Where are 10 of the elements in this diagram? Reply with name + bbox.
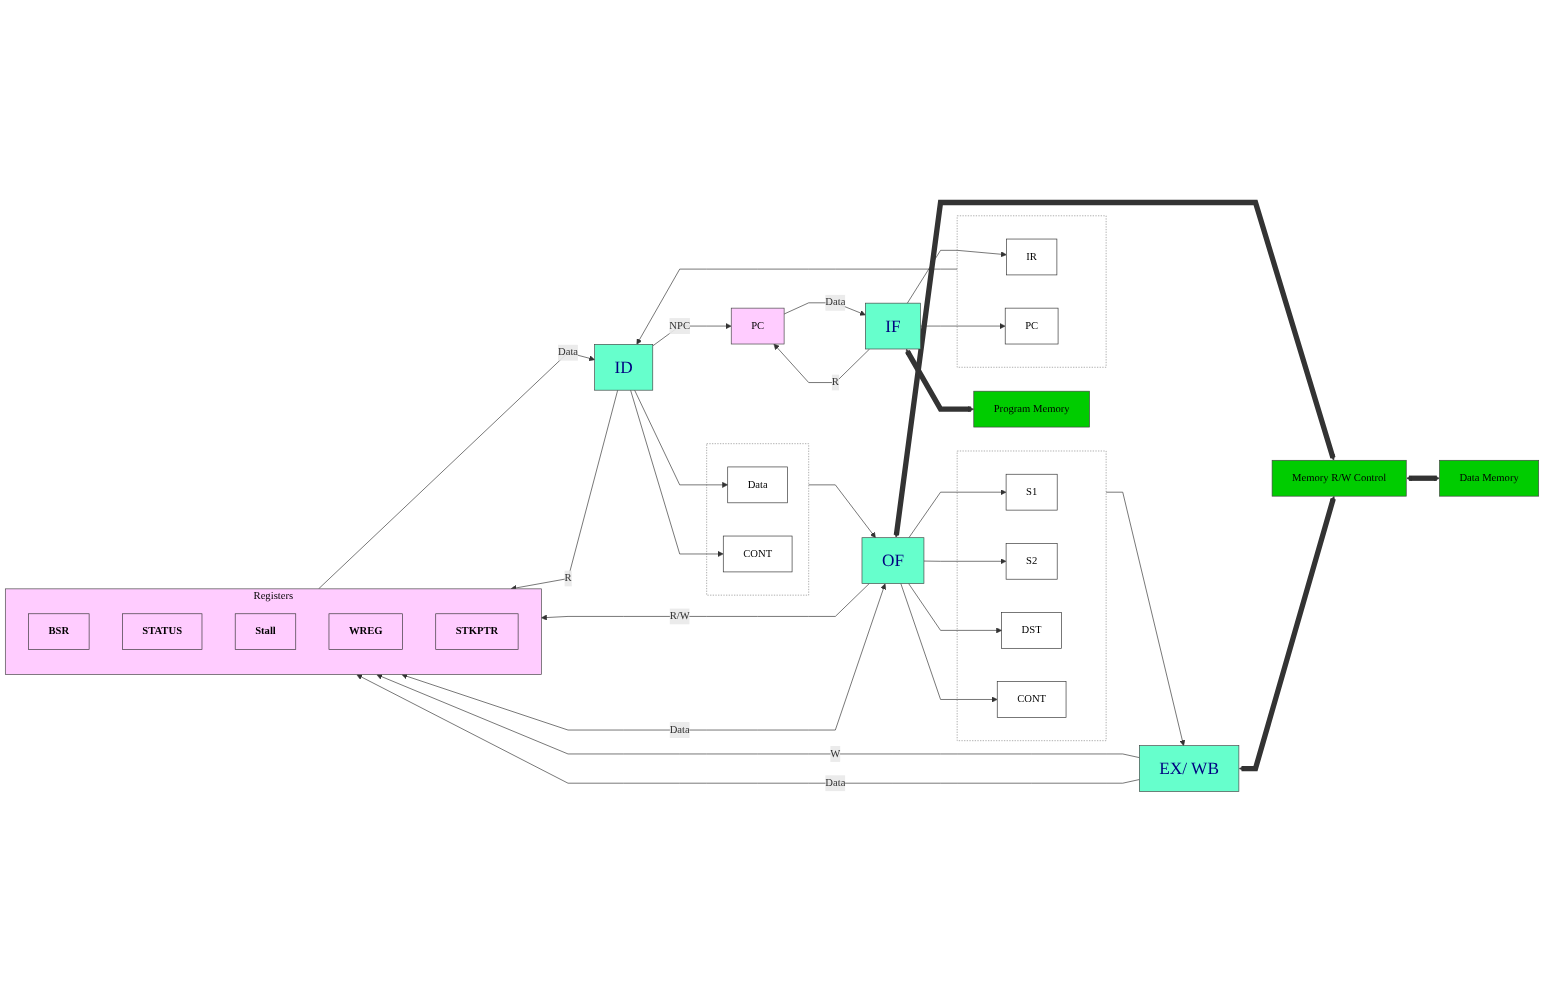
arrow	[1238, 495, 1336, 772]
cluster	[956, 215, 1107, 368]
cluster	[956, 450, 1107, 741]
cluster	[706, 443, 810, 596]
node-box: EX/ WB	[1139, 745, 1240, 792]
node-box: IF	[865, 302, 921, 350]
node-box: OF	[861, 537, 925, 584]
node-box: ID	[594, 344, 654, 391]
arrow	[1406, 475, 1440, 482]
arrow	[905, 348, 975, 413]
